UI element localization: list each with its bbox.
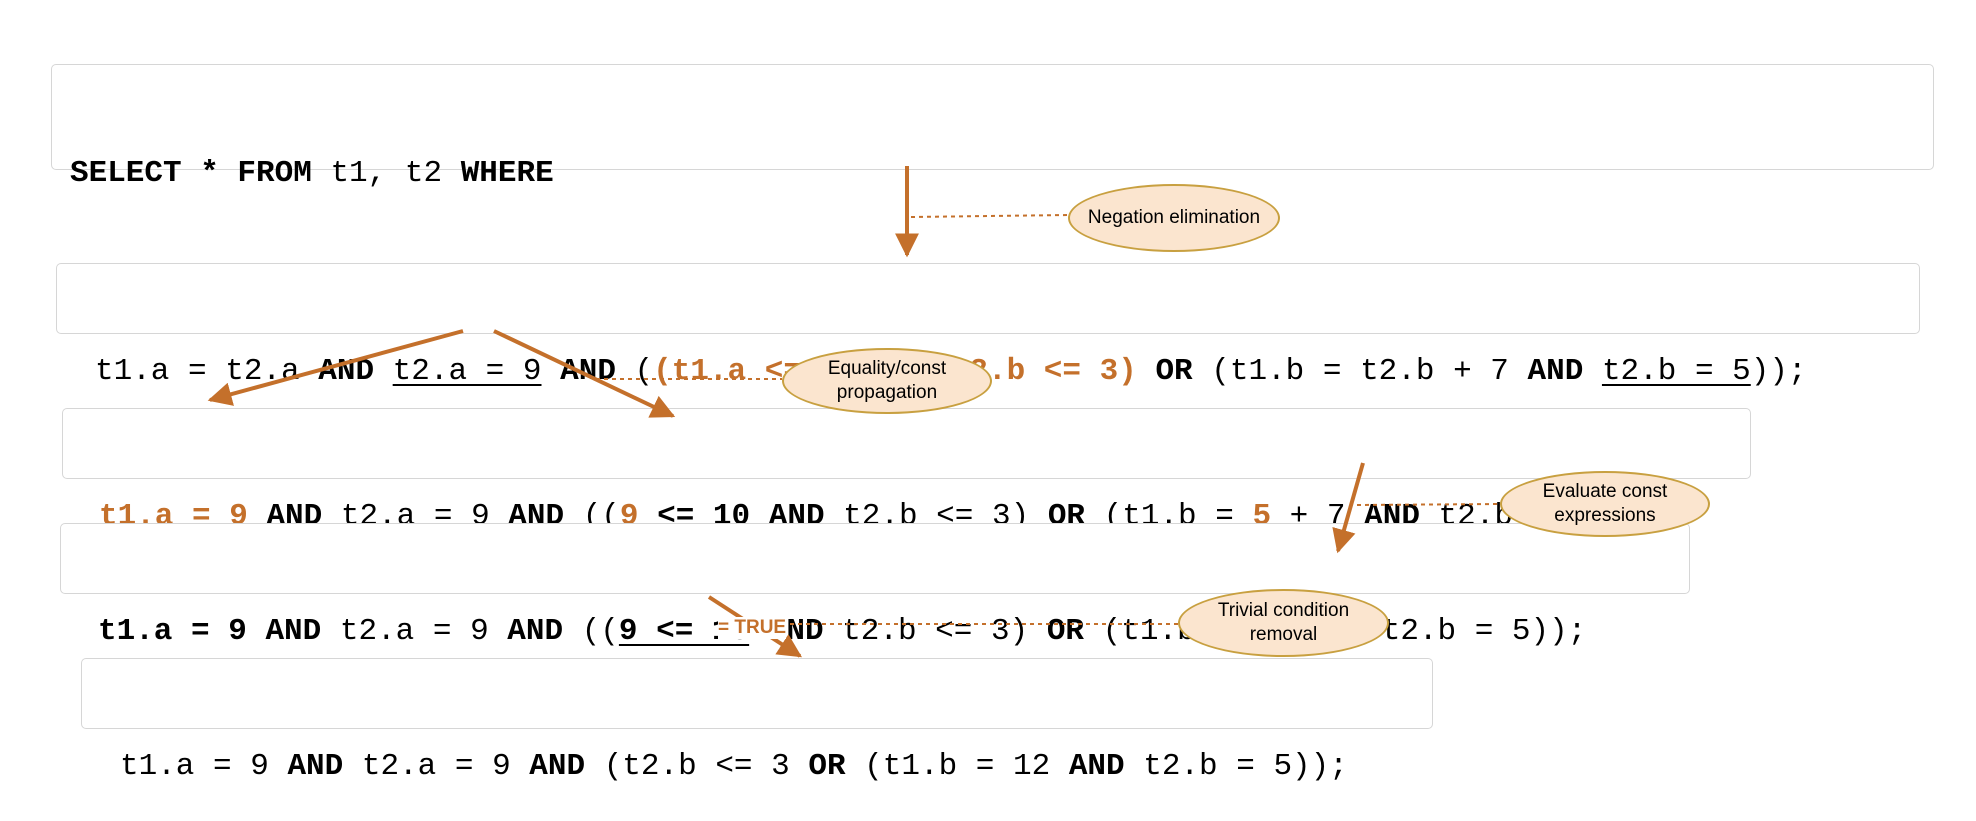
code-token: (( [563, 614, 619, 649]
code-token: WHERE [460, 156, 554, 191]
transformation-arrows [207, 166, 1501, 658]
code-token: AND [1527, 354, 1584, 389]
label-equality-propagation: Equality/const propagation [782, 348, 992, 414]
code-token: t1.a = 9 [98, 614, 247, 649]
connector-negation [910, 214, 1069, 218]
code-token: OR [1046, 614, 1085, 649]
code-token: AND [507, 614, 564, 649]
code-token: t2.a = 9 [392, 354, 542, 389]
label-evaluate-text: Evaluate const expressions [1542, 481, 1668, 526]
code-token: t2.b <= 3) [823, 614, 1047, 649]
code-token: AND [265, 614, 322, 649]
label-trivial-removal: Trivial condition removal [1178, 589, 1389, 657]
code-token: SELECT * FROM [70, 156, 331, 191]
query-line-select: SELECT * FROM t1, t2 WHERE [70, 156, 1933, 192]
arrow-propagation-right [493, 329, 676, 418]
code-token: t1, t2 [330, 156, 461, 191]
code-token: t2.a = 9 [321, 614, 508, 649]
connector-evaluate [1356, 503, 1501, 506]
arrow-evaluate [1332, 462, 1365, 554]
code-token: ( [615, 354, 654, 389]
label-negation-elimination: Negation elimination [1068, 184, 1280, 252]
arrow-propagation-left [207, 329, 464, 406]
true-annotation: = TRUE [718, 617, 787, 639]
label-evaluate-const: Evaluate const expressions [1500, 471, 1710, 537]
label-negation-text: Negation elimination [1087, 207, 1261, 228]
query-box-evaluated: t1.a = 9 AND t2.a = 9 AND ((9 <= 10 AND … [60, 523, 1690, 649]
code-token: t2.b = 5 [1601, 354, 1751, 389]
code-token: t2.b = 5)); [1363, 614, 1587, 649]
label-equality-text: Equality/const propagation [827, 358, 947, 403]
code-token: t1.a = t2.a [95, 354, 319, 389]
code-token: OR [1155, 354, 1193, 389]
code-token: (t1.b = t2.b + 7 [1192, 354, 1528, 389]
code-token: )); [1750, 354, 1807, 389]
label-trivial-text: Trivial condition removal [1217, 600, 1350, 645]
